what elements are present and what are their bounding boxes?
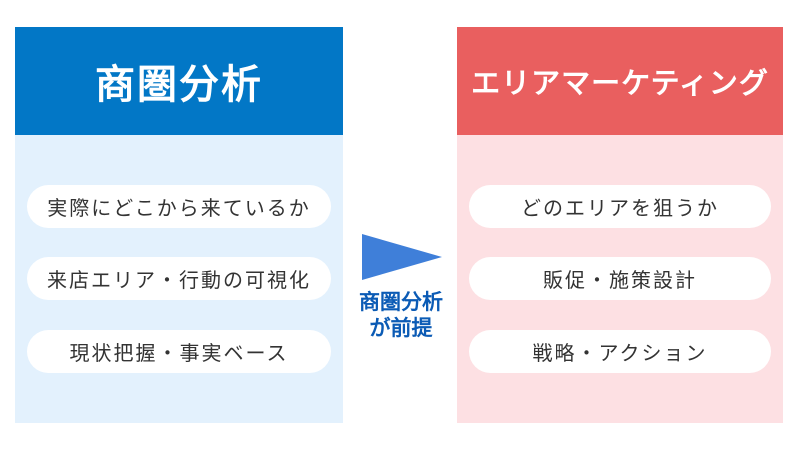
- list-item: 実際にどこから来ているか: [27, 185, 331, 228]
- right-arrow-icon: [362, 234, 442, 280]
- list-item: どのエリアを狙うか: [469, 185, 771, 228]
- list-item: 現状把握・事実ベース: [27, 330, 331, 373]
- trade-area-analysis-panel: 商圏分析 実際にどこから来ているか 来店エリア・行動の可視化 現状把握・事実ベー…: [15, 27, 343, 423]
- caption-line-1: 商圏分析: [359, 290, 443, 314]
- panel-title: 商圏分析: [15, 27, 343, 135]
- caption-line-2: が前提: [369, 316, 433, 340]
- area-marketing-panel: エリアマーケティング どのエリアを狙うか 販促・施策設計 戦略・アクション: [457, 27, 783, 423]
- arrow-caption: 商圏分析 が前提: [344, 289, 458, 341]
- list-item: 販促・施策設計: [469, 257, 771, 300]
- panel-title: エリアマーケティング: [457, 27, 783, 135]
- list-item: 来店エリア・行動の可視化: [27, 257, 331, 300]
- list-item: 戦略・アクション: [469, 330, 771, 373]
